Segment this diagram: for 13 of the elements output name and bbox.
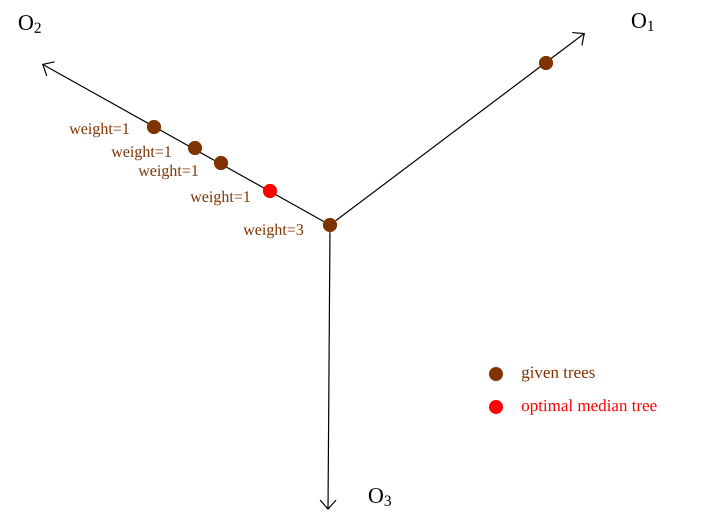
weight-label: weight=1 (138, 164, 198, 180)
weight-label: weight=1 (69, 122, 129, 138)
weight-label: weight=1 (111, 146, 171, 160)
axis-label: O$_{1}$ (632, 13, 654, 31)
weight-label: weight=3 (243, 224, 304, 238)
legend-label: given trees (522, 366, 595, 382)
axis-arrow (320, 232, 337, 510)
axis-arrow (42, 61, 324, 222)
axis-arrow (335, 32, 585, 222)
axis-label: O$_{2}$ (18, 15, 41, 33)
axis-label: O$_{3}$ (368, 488, 391, 506)
weight-label: weight=1 (190, 190, 250, 206)
legend-label: optimal median tree (522, 399, 657, 415)
